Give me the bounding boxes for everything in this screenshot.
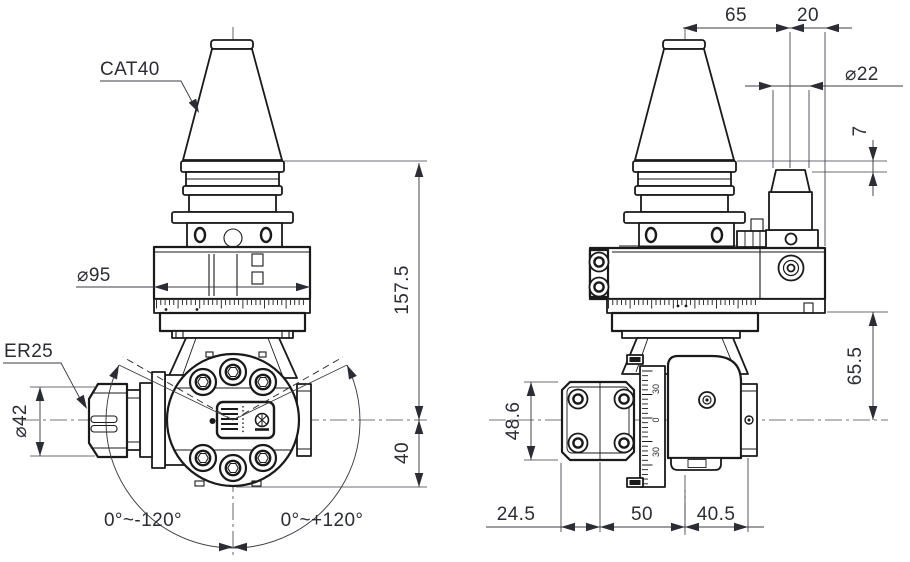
flange-screw-1 xyxy=(567,388,589,410)
taper-neck xyxy=(188,194,277,213)
head-screw-4 xyxy=(188,443,218,473)
dia42-extension-lines xyxy=(30,386,97,457)
dim-pin-diameter: ⌀22 xyxy=(845,64,879,85)
stop-block-body xyxy=(768,191,813,231)
flange-extension-lines xyxy=(524,381,558,461)
flange-ring-top xyxy=(180,160,285,173)
front-swivel-head xyxy=(87,337,312,488)
dim-collet-nut-diameter: ⌀42 xyxy=(10,404,31,438)
head-screw-2 xyxy=(218,357,248,387)
side-housing xyxy=(588,246,827,339)
taper-neck-side xyxy=(640,194,729,213)
height-extension-lines xyxy=(236,160,427,488)
front-view: CAT40 ER25 ⌀95 ⌀42 157.5 40 xyxy=(3,27,427,556)
side-swivel-head: 30 0 30 xyxy=(560,337,758,488)
bottom-extension-lines xyxy=(560,458,749,532)
front-housing xyxy=(152,245,312,339)
pull-stud-cap-side xyxy=(662,39,706,50)
dim-bottom-middle: 50 xyxy=(631,504,653,525)
head-screw-6 xyxy=(248,443,278,473)
er25-leader xyxy=(3,362,85,407)
cat40-leader xyxy=(100,80,197,110)
nut-spanner-slot-2 xyxy=(90,424,118,433)
stop-block xyxy=(736,169,819,249)
adapter-plate xyxy=(171,211,294,224)
flange-ring-top-side xyxy=(632,160,737,173)
housing-plate-screw-2 xyxy=(588,276,610,298)
label-er25: ER25 xyxy=(4,341,53,362)
vernier-strip xyxy=(639,365,666,488)
vernier-label-upper: 30 xyxy=(651,384,661,394)
ring-notch xyxy=(803,302,814,314)
spindle-collar xyxy=(126,389,141,451)
flange-screw-4 xyxy=(613,432,635,454)
housing-body xyxy=(152,245,312,301)
flange-screw-2 xyxy=(613,388,635,410)
flange-screw-3 xyxy=(567,432,589,454)
drive-key-left xyxy=(193,226,207,244)
dim-axis-to-pin: 65 xyxy=(725,5,747,26)
head-screw-3 xyxy=(248,367,278,397)
housing-band xyxy=(171,330,294,339)
housing-latch-upper xyxy=(251,253,264,267)
pin-dia-extension-lines xyxy=(772,90,810,168)
flange-ring-bottom-side xyxy=(634,185,735,196)
flange-ring-bottom xyxy=(182,185,283,196)
drive-key-right xyxy=(259,226,273,244)
dim-swivel-left: 0°~-120° xyxy=(104,510,182,531)
side-dimensions: 65 20 ⌀22 7 65.5 48.6 xyxy=(486,5,903,532)
housing-plate-screw-1 xyxy=(588,251,610,273)
taper-cone xyxy=(182,48,283,161)
head-screw-1 xyxy=(188,367,218,397)
pull-stud-cap xyxy=(210,39,254,50)
dim-swivel-right: 0°~+120° xyxy=(281,510,364,531)
housing-flange xyxy=(158,311,307,333)
dim-axis-to-nose: 40 xyxy=(392,442,413,464)
swivel-limit-dashed-lines xyxy=(122,356,344,421)
front-cat40-taper xyxy=(171,39,294,248)
vernier-ticks xyxy=(642,370,653,485)
graduation-ticks-front xyxy=(156,300,304,309)
dim-bottom-left: 24.5 xyxy=(497,504,536,525)
dim-housing-to-axis: 65.5 xyxy=(845,347,866,386)
graduated-ring xyxy=(153,298,311,314)
spindle-ring xyxy=(139,382,153,458)
swivel-radial-lines xyxy=(118,364,348,421)
housing-latch-lower xyxy=(251,271,264,285)
nut-spanner-slot-1 xyxy=(90,415,118,424)
dim-pin-to-edge: 20 xyxy=(797,5,819,26)
vernier-label-zero: 0 xyxy=(651,417,661,422)
side-view: 30 0 30 65 20 ⌀22 xyxy=(486,5,903,535)
head-foot xyxy=(670,457,722,471)
dim-pin-clearance: 7 xyxy=(850,126,871,137)
swivel-arc xyxy=(105,364,361,549)
er25-collet-nut xyxy=(87,382,129,459)
stop-bracket-stub xyxy=(750,218,764,232)
graduation-ticks-side xyxy=(608,300,756,309)
housing-flange-side xyxy=(610,311,760,333)
label-cat40: CAT40 xyxy=(100,59,160,80)
head-screw-5 xyxy=(218,453,248,483)
set-screw-dot xyxy=(209,418,216,424)
pin-height-extension-lines xyxy=(737,160,887,173)
stop-block-screw xyxy=(784,232,798,246)
vernier-label-lower: 30 xyxy=(651,447,661,457)
dim-gauge-to-axis: 157.5 xyxy=(392,265,413,315)
dim-flange-height: 48.6 xyxy=(503,402,524,441)
top-extension-lines xyxy=(789,32,826,246)
housing-band-side xyxy=(621,330,741,339)
front-dimensions: CAT40 ER25 ⌀95 ⌀42 157.5 40 xyxy=(3,59,427,552)
graduated-ring-side xyxy=(606,298,826,314)
dim-housing-diameter: ⌀95 xyxy=(77,265,111,286)
dim-bottom-right: 40.5 xyxy=(697,504,736,525)
nameplate xyxy=(209,400,276,440)
stop-pin xyxy=(770,169,811,193)
side-cat40-taper xyxy=(619,39,746,248)
taper-cone-side xyxy=(634,48,735,161)
adapter-plate-side xyxy=(623,211,746,224)
stop-bracket-ladder xyxy=(736,230,768,248)
